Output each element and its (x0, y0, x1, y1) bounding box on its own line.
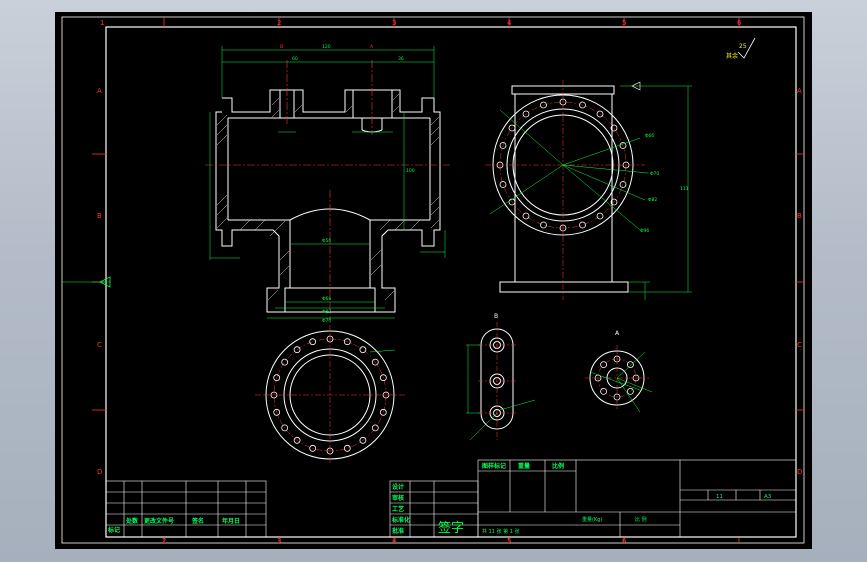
sheet-number: 11 (716, 494, 723, 500)
roughness-label: 其余 (726, 52, 738, 60)
dim-side-2: Φ70 (650, 171, 659, 177)
zone-col-6: 6 (737, 19, 742, 27)
sign-row-approve: 批准 (392, 527, 404, 535)
sign-row-process: 工艺 (392, 505, 404, 513)
zone-col-5-bottom: 5 (507, 537, 511, 545)
zone-col-2: 2 (277, 19, 281, 27)
zone-row-a: A (97, 87, 102, 95)
view-b-label: B (494, 313, 498, 320)
zone-row-a-right: A (797, 87, 802, 95)
inner-frame (105, 26, 797, 538)
zone-col-1: 1 (100, 19, 104, 27)
section-b-marker: B (280, 44, 283, 50)
title-block: 标记 处数 更改文件号 签名 年月日 设计 审核 工艺 标准化 批准 签字 (105, 459, 797, 538)
dim-side-1: Φ66 (645, 133, 654, 139)
drawing-size: A3 (764, 494, 772, 500)
zone-ticks (92, 17, 804, 543)
zone-col-5: 5 (622, 19, 626, 27)
zone-col-4: 4 (507, 19, 512, 27)
change-col-mark: 标记 (107, 526, 120, 534)
zone-col-3-bottom: 3 (277, 537, 281, 545)
view-a-label: A (615, 330, 620, 337)
view-a: A (585, 330, 653, 413)
dim-bottom-d3: Φ70 (322, 318, 331, 324)
side-view: Φ66 Φ70 Φ82 Φ96 111 (485, 80, 692, 300)
dim-pipe-bore: Φ56 (322, 238, 331, 244)
roughness-symbol: 25 其余 (726, 37, 756, 60)
zone-row-b: B (97, 212, 102, 220)
dim-top-left: 60 (292, 56, 298, 62)
change-col-date: 年月日 (222, 517, 240, 525)
scale-label: 比 例 (635, 516, 647, 523)
zone-row-d: D (97, 468, 102, 476)
zone-row-c: C (97, 341, 102, 349)
bottom-flange-view (255, 325, 405, 465)
dim-height: 100 (406, 168, 415, 174)
change-col-count: 处数 (125, 517, 139, 525)
change-col-sign: 签名 (191, 517, 204, 525)
dim-bottom-d1: Φ66 (322, 296, 331, 302)
weight-label: 重量(Kg) (582, 516, 602, 523)
sign-row-design: 设计 (392, 483, 404, 491)
section-a-marker: A (370, 44, 374, 50)
zone-row-c-right: C (797, 341, 802, 349)
sign-row-check: 审核 (392, 494, 404, 502)
zone-col-2-bottom: 2 (162, 537, 166, 545)
outer-frame (61, 16, 805, 544)
sign-row-standard: 标准化 (391, 516, 410, 524)
roughness-value: 25 (739, 43, 747, 50)
name-cell-weight: 重量 (518, 462, 530, 470)
signature-text: 签字 (438, 520, 464, 536)
dim-bottom-d2: Φ82 (322, 309, 331, 315)
sheet-label: 共 11 张 第 1 张 (482, 528, 520, 535)
zone-row-b-right: B (797, 212, 802, 220)
dim-side-4: Φ96 (640, 228, 649, 234)
zone-col-3: 3 (392, 19, 396, 27)
front-section-view: 120 60 36 B A Φ56 Φ66 Φ82 Φ70 100 (205, 44, 450, 324)
view-b: B (466, 313, 536, 441)
dim-top-right: 36 (398, 56, 404, 62)
dim-side-height: 111 (680, 186, 689, 192)
name-cell-mark: 图样标记 (482, 462, 506, 470)
zone-row-d-right: D (797, 468, 802, 476)
zone-labels: 1 2 3 4 5 6 2 3 4 5 6 A B C D A B C D (97, 19, 802, 545)
dim-side-3: Φ82 (648, 197, 657, 203)
change-col-docno: 更改文件号 (144, 517, 174, 525)
dim-top-total: 120 (322, 44, 331, 50)
name-cell-scale: 比例 (552, 462, 564, 470)
zone-col-4-bottom: 4 (392, 537, 397, 545)
zone-col-6-bottom: 6 (622, 537, 627, 545)
